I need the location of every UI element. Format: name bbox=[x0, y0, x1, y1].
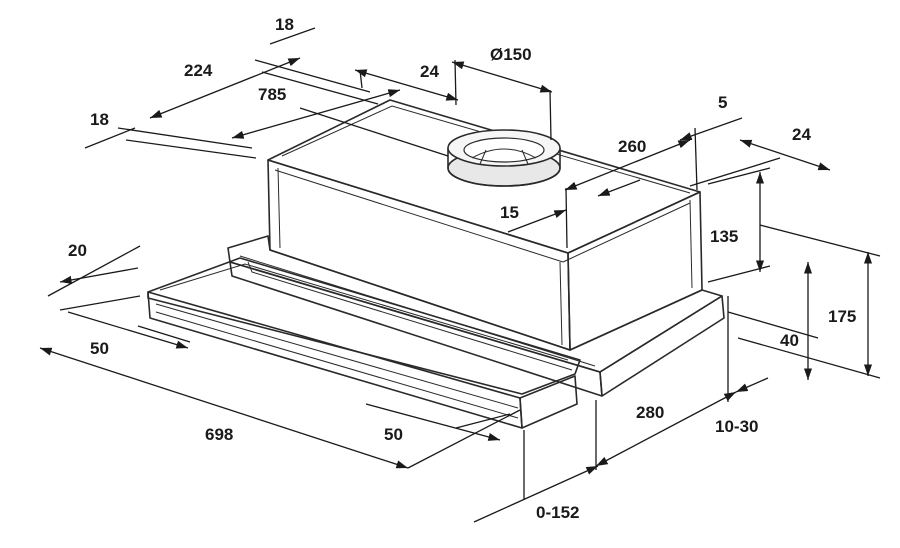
dim-150-line bbox=[451, 61, 553, 93]
dim-175-ext-top bbox=[759, 224, 881, 257]
dim-24-right-ext bbox=[689, 157, 781, 187]
dim-260-line bbox=[564, 139, 691, 191]
slide-drawer bbox=[147, 257, 581, 429]
dim-20-line bbox=[59, 267, 139, 284]
label-785: 785 bbox=[258, 85, 286, 104]
label-20: 20 bbox=[68, 241, 87, 260]
dim-10-30-line bbox=[735, 377, 769, 393]
outlet-collar bbox=[447, 129, 561, 187]
dim-18-top-ext bbox=[269, 27, 316, 45]
label-150: Ø150 bbox=[490, 45, 532, 64]
dim-15-line2 bbox=[597, 179, 641, 197]
base-housing bbox=[227, 235, 725, 397]
dim-785-ext bbox=[299, 107, 449, 157]
label-280: 280 bbox=[636, 403, 664, 422]
dim-5-ext bbox=[694, 127, 698, 191]
dim-135-ext-bottom bbox=[707, 265, 771, 283]
label-224: 224 bbox=[184, 61, 213, 80]
dim-50-bottom-ext bbox=[455, 413, 511, 429]
dim-15-line bbox=[507, 209, 567, 233]
dim-20-ext-bottom bbox=[59, 295, 141, 311]
label-698: 698 bbox=[205, 425, 233, 444]
label-260: 260 bbox=[618, 137, 646, 156]
dim-20-ext-top bbox=[47, 245, 141, 297]
dim-280-line bbox=[595, 391, 737, 467]
dim-260-ext bbox=[565, 187, 568, 249]
dim-175-ext-bottom bbox=[737, 337, 881, 379]
label-24-right: 24 bbox=[792, 125, 811, 144]
label-40: 40 bbox=[780, 331, 799, 350]
dim-24-ext bbox=[359, 69, 363, 89]
label-15: 15 bbox=[500, 203, 519, 222]
label-18-top: 18 bbox=[275, 15, 294, 34]
label-10-30: 10-30 bbox=[715, 417, 758, 436]
dim-224-line bbox=[149, 57, 301, 119]
dim-5-line bbox=[679, 117, 743, 141]
dim-50-left-ext bbox=[137, 325, 191, 343]
label-24-top: 24 bbox=[420, 62, 439, 81]
dim-24-right-line bbox=[739, 139, 831, 171]
dimension-labels: 18 224 785 18 24 Ø150 5 260 24 15 135 20… bbox=[68, 15, 856, 522]
dim-50-bottom-line bbox=[365, 403, 501, 441]
dim-24-top-line bbox=[354, 69, 459, 101]
dim-150-ext bbox=[549, 89, 552, 141]
dim-50-left-line bbox=[67, 311, 189, 349]
label-50-left: 50 bbox=[90, 339, 109, 358]
label-18-left: 18 bbox=[90, 110, 109, 129]
dim-ext-3 bbox=[117, 127, 253, 149]
dim-135-ext-top bbox=[707, 167, 771, 185]
label-135: 135 bbox=[710, 227, 738, 246]
label-0-152: 0-152 bbox=[536, 503, 579, 522]
label-5: 5 bbox=[718, 93, 727, 112]
dim-698-line bbox=[39, 347, 409, 469]
dim-ext-1 bbox=[254, 59, 371, 93]
dim-0-152-line bbox=[473, 465, 599, 523]
dim-ext-4 bbox=[125, 139, 257, 159]
dim-40-ext bbox=[727, 311, 819, 339]
label-50-bottom: 50 bbox=[384, 425, 403, 444]
dimension-lines bbox=[39, 27, 881, 523]
dim-698-ext bbox=[407, 409, 521, 469]
dim-24-ext2 bbox=[454, 59, 457, 106]
dim-18-left-ext bbox=[84, 127, 136, 149]
label-175: 175 bbox=[828, 307, 856, 326]
